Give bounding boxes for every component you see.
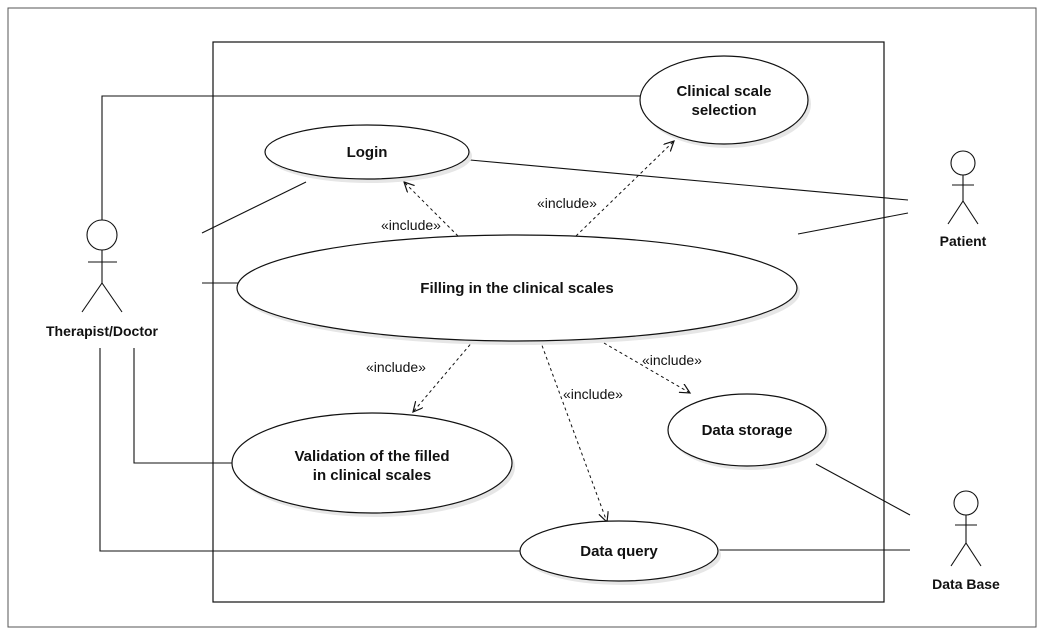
use-case-data-storage[interactable]: Data storage <box>667 393 829 470</box>
assoc-therapist-query <box>99 348 520 552</box>
use-case-login[interactable]: Login <box>264 124 472 183</box>
stick-figure-icon <box>81 219 123 313</box>
stick-figure-icon <box>947 150 979 225</box>
include-label-data-storage: «include» <box>642 352 702 368</box>
actor-label: Therapist/Doctor <box>46 323 159 339</box>
assoc-login-patient <box>469 159 909 201</box>
include-arrow-scale-selection <box>575 141 674 237</box>
actor-label: Patient <box>940 233 987 249</box>
use-case-filling-in-clinical-scales[interactable]: Filling in the clinical scales <box>236 234 800 345</box>
use-case-label: Filling in the clinical scales <box>420 280 613 297</box>
assoc-storage-database <box>815 463 911 516</box>
use-case-ellipse <box>231 412 513 514</box>
use-case-label: Login <box>347 144 388 161</box>
actor-data-base[interactable]: Data Base <box>932 490 1000 592</box>
use-case-label-line2: selection <box>691 102 756 119</box>
actor-therapist-doctor[interactable]: Therapist/Doctor <box>46 219 159 339</box>
include-label-validation: «include» <box>366 359 426 375</box>
use-case-clinical-scale-selection[interactable]: Clinical scale selection <box>639 55 811 148</box>
use-case-ellipse <box>264 124 470 180</box>
actor-patient[interactable]: Patient <box>940 150 987 249</box>
assoc-therapist-scale-selection <box>101 95 642 220</box>
include-arrow-login <box>404 182 459 237</box>
use-case-ellipse <box>667 393 827 467</box>
use-case-ellipse <box>236 234 798 342</box>
use-case-label: Data query <box>580 543 658 560</box>
use-case-label-line2: in clinical scales <box>313 467 431 484</box>
include-label-scale-selection: «include» <box>537 195 597 211</box>
include-label-data-query: «include» <box>563 386 623 402</box>
use-case-ellipse <box>639 55 809 145</box>
use-case-validation[interactable]: Validation of the filled in clinical sca… <box>231 412 515 517</box>
stick-figure-icon <box>950 490 982 567</box>
associations <box>99 95 911 552</box>
use-case-ellipse <box>519 520 719 582</box>
include-arrow-validation <box>413 339 475 412</box>
use-case-data-query[interactable]: Data query <box>519 520 721 585</box>
use-case-label-line1: Clinical scale <box>676 83 771 100</box>
outer-frame <box>7 7 1037 628</box>
include-arrow-data-query <box>539 339 607 522</box>
include-arrow-data-storage <box>603 342 690 393</box>
use-case-label: Data storage <box>702 422 793 439</box>
use-case-label-line1: Validation of the filled <box>294 448 449 465</box>
assoc-therapist-validation <box>133 348 232 464</box>
include-label-login: «include» <box>381 217 441 233</box>
assoc-filling-patient <box>797 212 909 235</box>
actor-label: Data Base <box>932 576 1000 592</box>
assoc-therapist-login <box>201 181 307 234</box>
system-boundary <box>212 41 885 603</box>
include-dependencies <box>404 141 690 522</box>
